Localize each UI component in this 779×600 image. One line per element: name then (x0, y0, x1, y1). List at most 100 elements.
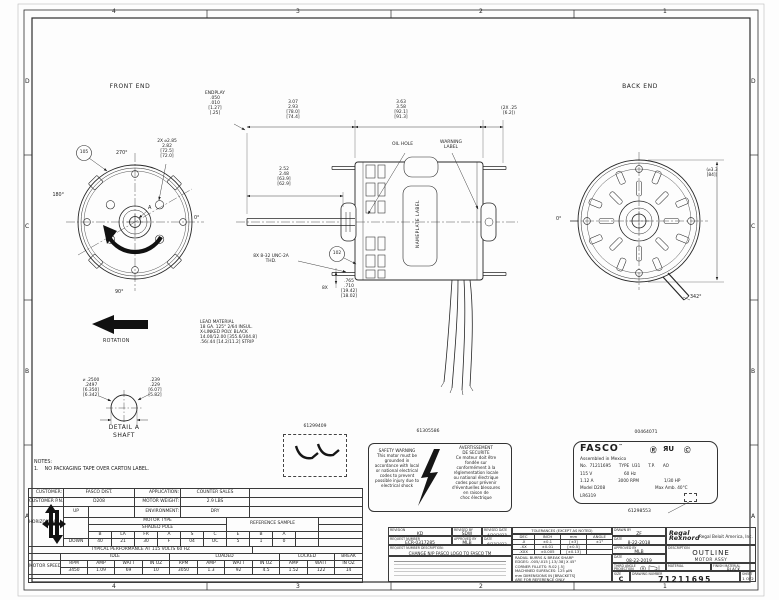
idle-group-header: IDLE (60, 553, 170, 561)
tolerances-title: TOLERANCES (EXCEPT AS NOTED) (531, 529, 593, 533)
motor-speed-label: MOTOR SPEED (28, 560, 61, 575)
detail-title: DETAIL A (108, 424, 140, 431)
approved-date-value: 6/23/2022 (487, 540, 507, 546)
customer-pn-value: D208 (62, 497, 136, 507)
zone-row-label: C (751, 223, 756, 230)
finish-header: FINISH MATERIAL (713, 564, 741, 569)
back-angle-342: 342° (690, 295, 702, 300)
environment-value: DRY (180, 506, 251, 518)
change-description-cell: REQUEST NUMBER DESCRIPTION:CHANGE N/P FA… (388, 545, 512, 556)
perf-value: 122 (307, 567, 336, 575)
perf-value: 10 (142, 567, 170, 575)
company-name: Regal Beloit America, Inc. (699, 533, 753, 539)
front-angle-90: 90° (115, 290, 124, 295)
third-angle-cell: THIRD ANGLE PROJECTION (612, 563, 666, 572)
thread-callout: 8X 8-32 UNC-2A THD. (253, 254, 289, 265)
customer-value: FASCO DIST. (62, 488, 136, 498)
trademark-symbol: ™ (618, 443, 624, 448)
nameplate-number-line: No. 71211695 TYPE U31 T.P. AO (580, 463, 669, 468)
application-label: APPLICATION: (134, 488, 182, 498)
size-value: C (618, 575, 624, 584)
perf-value: 4.5 (252, 567, 281, 575)
mounting-arrows-icon (42, 504, 66, 544)
drawn-by-header: DRAWN BY (614, 528, 632, 533)
third-angle-projection-icon (640, 564, 660, 572)
front-bolt-circle-dim: 2X ⌀2.85 2.82 [72.5] [72.0] (157, 139, 177, 160)
back-diameter-dim: (⌀3.3 [84]) (706, 168, 718, 179)
perf-col-header: AMP (87, 560, 115, 568)
empty-cell (28, 553, 61, 561)
description-title: OUTLINE (692, 549, 730, 557)
empty-cell (249, 497, 364, 507)
empty-cell (318, 517, 364, 525)
type-col-header: B (249, 531, 274, 539)
perf-value: 92 (223, 567, 254, 575)
approved-date-header: DATE (484, 537, 493, 542)
sheet-header: SHEET (742, 572, 753, 577)
order-table: CUSTOMER: FASCO DIST. APPLICATION: COUNT… (28, 488, 364, 547)
revised-by-value: SDW (461, 531, 473, 537)
sheet-value: 1 OF2 (742, 576, 754, 582)
perf-col-header: AMP (197, 560, 225, 568)
drawn-by-value: ZF (636, 531, 642, 537)
nameplate-max-amb: Max Amb. 40°C (655, 485, 688, 490)
perf-col-header: IN OZ (142, 560, 170, 568)
customer-label: CUSTOMER: (28, 488, 64, 498)
mounting-up-label: UP (63, 506, 89, 518)
request-number-header: REQUEST NUMBER (390, 537, 420, 542)
zone-row-label: B (25, 368, 30, 375)
cert-mark-1-icon: Ⓡ (650, 446, 657, 454)
approved-by-value: MLB (462, 540, 472, 546)
proprietary-fine-print (394, 560, 506, 578)
nameplate-model: Model D208 (580, 485, 606, 490)
shaft-length-dim: 2.52 2.48 [63.9] [62.9] (277, 167, 291, 188)
perf-col-header: RPM (60, 560, 88, 568)
type-col-header: A (272, 531, 297, 539)
balloon-102: 102 (332, 251, 342, 256)
drawing-number-header: DRAWING NUMBER (632, 572, 663, 577)
type-col-header (295, 531, 320, 539)
size-header: SIZE (614, 572, 622, 577)
zone-row-label: B (751, 368, 756, 375)
front-view-title: FRONT END (109, 83, 151, 90)
material-cell: MATERIAL (666, 563, 711, 571)
notes-heading: NOTES: (34, 460, 52, 465)
revision-value: KD (416, 531, 424, 537)
safety-label-part-number: 61305586 (416, 429, 440, 434)
balloon-105: 105 (79, 150, 89, 155)
description-header: DESCRIPTION (668, 546, 690, 551)
drawing-number-value: 71211695 (658, 575, 712, 584)
horizontal-label: HORIZONTAL (29, 519, 57, 524)
back-view-geometry (570, 152, 724, 301)
approval-date-header: DATE (614, 555, 623, 560)
stud-projection-dim: (2X .25 [6.2]) (501, 106, 517, 117)
zone-row-label: A (25, 513, 30, 520)
safety-warning-text-en: SAFETY WARNING This motor must be ground… (374, 448, 420, 488)
perf-value: 1.09 (87, 567, 115, 575)
perf-value: 1.52 (279, 567, 309, 575)
approved-by-header: APPROVED BY (454, 537, 477, 542)
zone-col-label: 4 (112, 583, 116, 590)
perf-value: 3450 (60, 567, 88, 575)
carton-label-box (684, 493, 697, 502)
endplay-dim: ENDPLAY .050 .010 [1.27] [.25] (205, 91, 225, 117)
approver-header: APPROVED BY (614, 546, 637, 551)
carton-label-part-number: 61298553 (628, 509, 651, 514)
proprietary-notice-cell (388, 556, 512, 582)
empty-cell (318, 531, 364, 539)
locked-group-header: LOCKED (279, 553, 336, 561)
nameplate-amps: 1.12 A (580, 478, 594, 483)
motor-weight-value: 2.9 LBS (180, 497, 251, 507)
environment-label: ENVIRONMENT: (134, 506, 182, 518)
